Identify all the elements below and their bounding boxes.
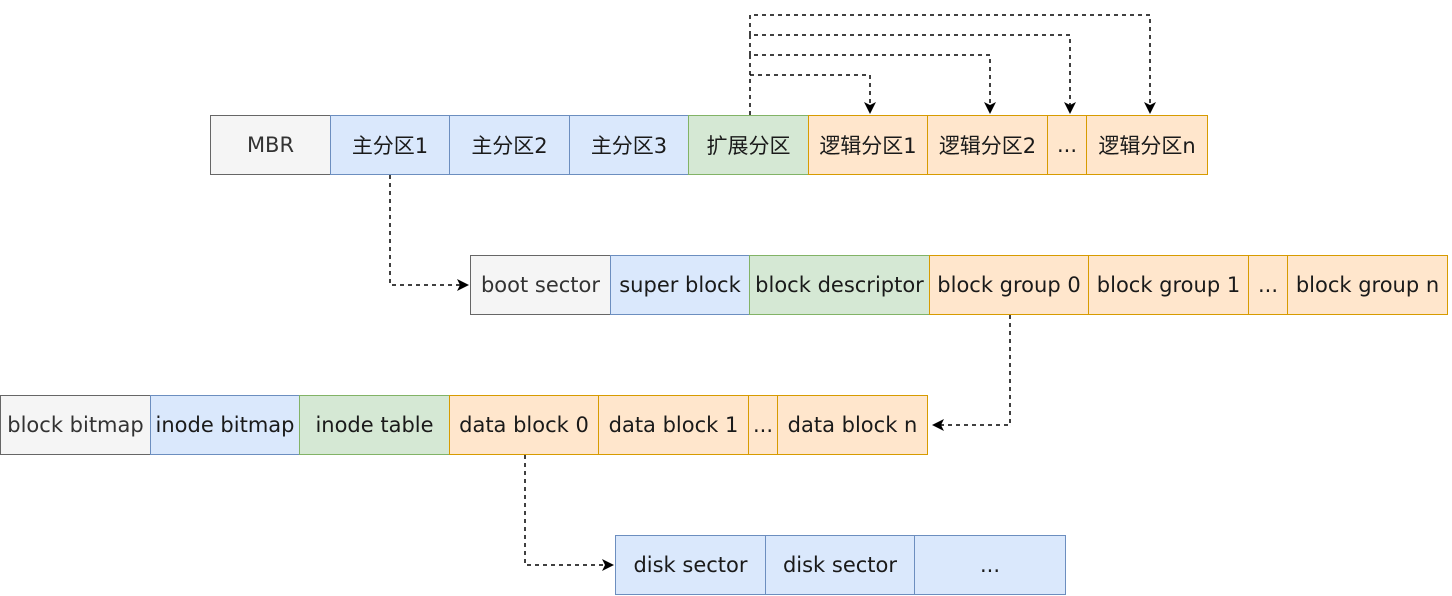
filesystem-row: boot sector super block block descriptor… <box>470 255 1448 315</box>
logical-partition-1: 逻辑分区1 <box>807 115 929 175</box>
block-descriptor-box: block descriptor <box>749 255 930 315</box>
inode-table-box: inode table <box>299 395 450 455</box>
block-group-row: block bitmap inode bitmap inode table da… <box>0 395 928 455</box>
logical-partition-ellipsis: ... <box>1046 115 1088 175</box>
arrow-ext-to-logical-2 <box>749 54 996 114</box>
inode-bitmap-box: inode bitmap <box>149 395 301 455</box>
block-group-n-box: block group n <box>1287 255 1448 315</box>
data-block-0-box: data block 0 <box>448 395 600 455</box>
partition-row: MBR 主分区1 主分区2 主分区3 扩展分区 逻辑分区1 逻辑分区2 ... … <box>210 115 1208 175</box>
primary-partition-2: 主分区2 <box>449 115 570 175</box>
block-group-0-box: block group 0 <box>928 255 1090 315</box>
arrow-group0-to-datablock-n <box>932 315 1011 431</box>
disk-sector-ellipsis: ... <box>914 535 1066 595</box>
arrow-ext-to-logical-n <box>749 14 1156 114</box>
disk-sector-box-2: disk sector <box>764 535 916 595</box>
primary-partition-1: 主分区1 <box>329 115 451 175</box>
primary-partition-3: 主分区3 <box>568 115 690 175</box>
arrow-datablock0-to-sector <box>524 455 614 571</box>
arrow-primary1-to-boot <box>389 175 469 291</box>
disk-sector-box-1: disk sector <box>615 535 766 595</box>
super-block-box: super block <box>609 255 751 315</box>
block-bitmap-box: block bitmap <box>0 395 151 455</box>
extended-partition: 扩展分区 <box>688 115 809 175</box>
data-block-ellipsis: ... <box>747 395 779 455</box>
data-block-n-box: data block n <box>777 395 928 455</box>
logical-partition-n: 逻辑分区n <box>1086 115 1208 175</box>
logical-partition-2: 逻辑分区2 <box>927 115 1048 175</box>
arrow-ext-to-ellipsis <box>749 34 1076 114</box>
block-group-1-box: block group 1 <box>1088 255 1249 315</box>
mbr-box: MBR <box>210 115 331 175</box>
block-group-ellipsis: ... <box>1247 255 1289 315</box>
arrow-ext-to-logical-1 <box>749 74 876 115</box>
data-block-1-box: data block 1 <box>598 395 749 455</box>
disk-sector-row: disk sector disk sector ... <box>615 535 1066 595</box>
